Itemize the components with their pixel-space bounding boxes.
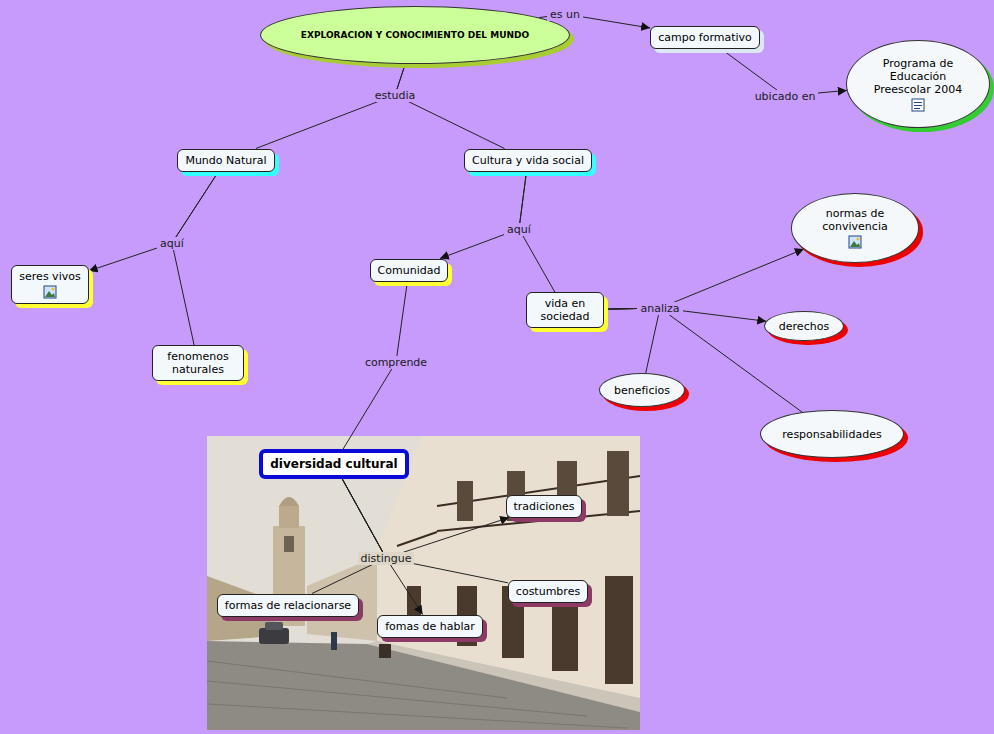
cobble-line — [207, 661, 507, 698]
link-line — [604, 249, 804, 309]
concept-ellipse: Programa de Educación Preescolar 2004 — [846, 40, 990, 128]
link-line — [172, 172, 219, 346]
concept-box: formas de relacionarse — [217, 594, 359, 617]
concept-ellipse: responsabilidades — [760, 410, 903, 458]
linking-phrase: estudia — [372, 89, 419, 102]
concept-box: Comunidad — [370, 259, 449, 282]
concept-label: derechos — [779, 320, 829, 333]
icon-part — [914, 105, 922, 106]
icon-part — [914, 108, 920, 109]
link-line — [312, 479, 386, 594]
concept-label: costumbres — [516, 585, 580, 598]
link-line — [89, 172, 219, 272]
person — [331, 632, 337, 650]
concept-label: formas de relacionarse — [225, 599, 351, 612]
tower-top — [279, 506, 299, 528]
concept-box: Cultura y vida social — [464, 149, 592, 172]
car-roof — [265, 622, 283, 630]
concept-ellipse: beneficios — [599, 373, 686, 407]
link-line — [604, 308, 766, 321]
concept-label: diversidad cultural — [270, 457, 397, 471]
linking-phrase: distingue — [358, 552, 415, 565]
icon-part — [52, 287, 55, 290]
link-line — [604, 308, 660, 373]
tower-window — [284, 536, 294, 552]
linking-phrase: es un — [547, 8, 583, 21]
link-line — [256, 64, 405, 149]
link-line — [440, 172, 527, 259]
concept-box: diversidad cultural — [259, 449, 408, 479]
icon-part — [45, 291, 55, 297]
cobbles — [207, 661, 627, 728]
cyclist — [379, 644, 391, 658]
cobble-line — [207, 704, 627, 728]
car-body — [259, 628, 289, 644]
image-icon — [848, 235, 862, 249]
link-line — [342, 479, 509, 558]
concept-box: tradiciones — [506, 495, 583, 518]
concept-label: campo formativo — [658, 31, 752, 44]
concept-box: fomas de hablar — [377, 615, 483, 638]
concept-label: Cultura y vida social — [472, 154, 584, 167]
window — [457, 481, 473, 521]
linking-phrase: aquí — [504, 223, 534, 236]
concept-label: Mundo Natural — [185, 154, 266, 167]
linking-phrase: aquí — [157, 237, 187, 250]
concept-ellipse: normas de convivencia — [791, 193, 919, 262]
dome — [279, 497, 299, 506]
window — [607, 451, 629, 516]
concept-label: beneficios — [614, 384, 670, 397]
linking-phrase: comprende — [362, 356, 430, 369]
concept-label: Comunidad — [378, 264, 441, 277]
concept-box: Mundo Natural — [177, 149, 274, 172]
concept-label: seres vivos — [19, 270, 80, 283]
link-line — [395, 64, 505, 149]
concept-label: normas de convivencia — [811, 207, 899, 233]
concept-box: costumbres — [508, 580, 588, 603]
icon-part — [849, 236, 861, 248]
balcony-rail — [397, 532, 437, 546]
concept-label: responsabilidades — [782, 428, 881, 441]
concept-box: campo formativo — [650, 26, 760, 49]
concept-label: vida en sociedad — [534, 297, 596, 323]
icon-part — [914, 102, 922, 103]
cobble-line — [207, 681, 587, 716]
concept-box: seres vivos — [11, 265, 88, 304]
icon-part — [856, 237, 859, 240]
icon-part — [850, 241, 860, 247]
sky — [207, 436, 640, 730]
street — [207, 641, 640, 730]
concept-label: EXPLORACION Y CONOCIMIENTO DEL MUNDO — [301, 30, 529, 41]
document-icon — [911, 98, 925, 112]
concept-label: tradiciones — [514, 500, 575, 513]
car — [259, 622, 289, 644]
linking-phrase: ubicado en — [752, 90, 819, 103]
concept-label: Programa de Educación Preescolar 2004 — [868, 57, 968, 96]
concept-ellipse: derechos — [764, 311, 843, 341]
concept-label: fenomenos naturales — [160, 350, 236, 376]
icon-part — [44, 286, 56, 298]
concept-box: fenomenos naturales — [152, 345, 244, 381]
windows — [457, 451, 629, 521]
icon-part — [912, 99, 924, 111]
concept-ellipse: EXPLORACION Y CONOCIMIENTO DEL MUNDO — [260, 6, 571, 64]
concept-box: vida en sociedad — [526, 292, 604, 328]
door — [605, 576, 633, 684]
concept-label: fomas de hablar — [385, 620, 475, 633]
image-icon — [43, 285, 57, 299]
linking-phrase: analiza — [637, 302, 682, 315]
